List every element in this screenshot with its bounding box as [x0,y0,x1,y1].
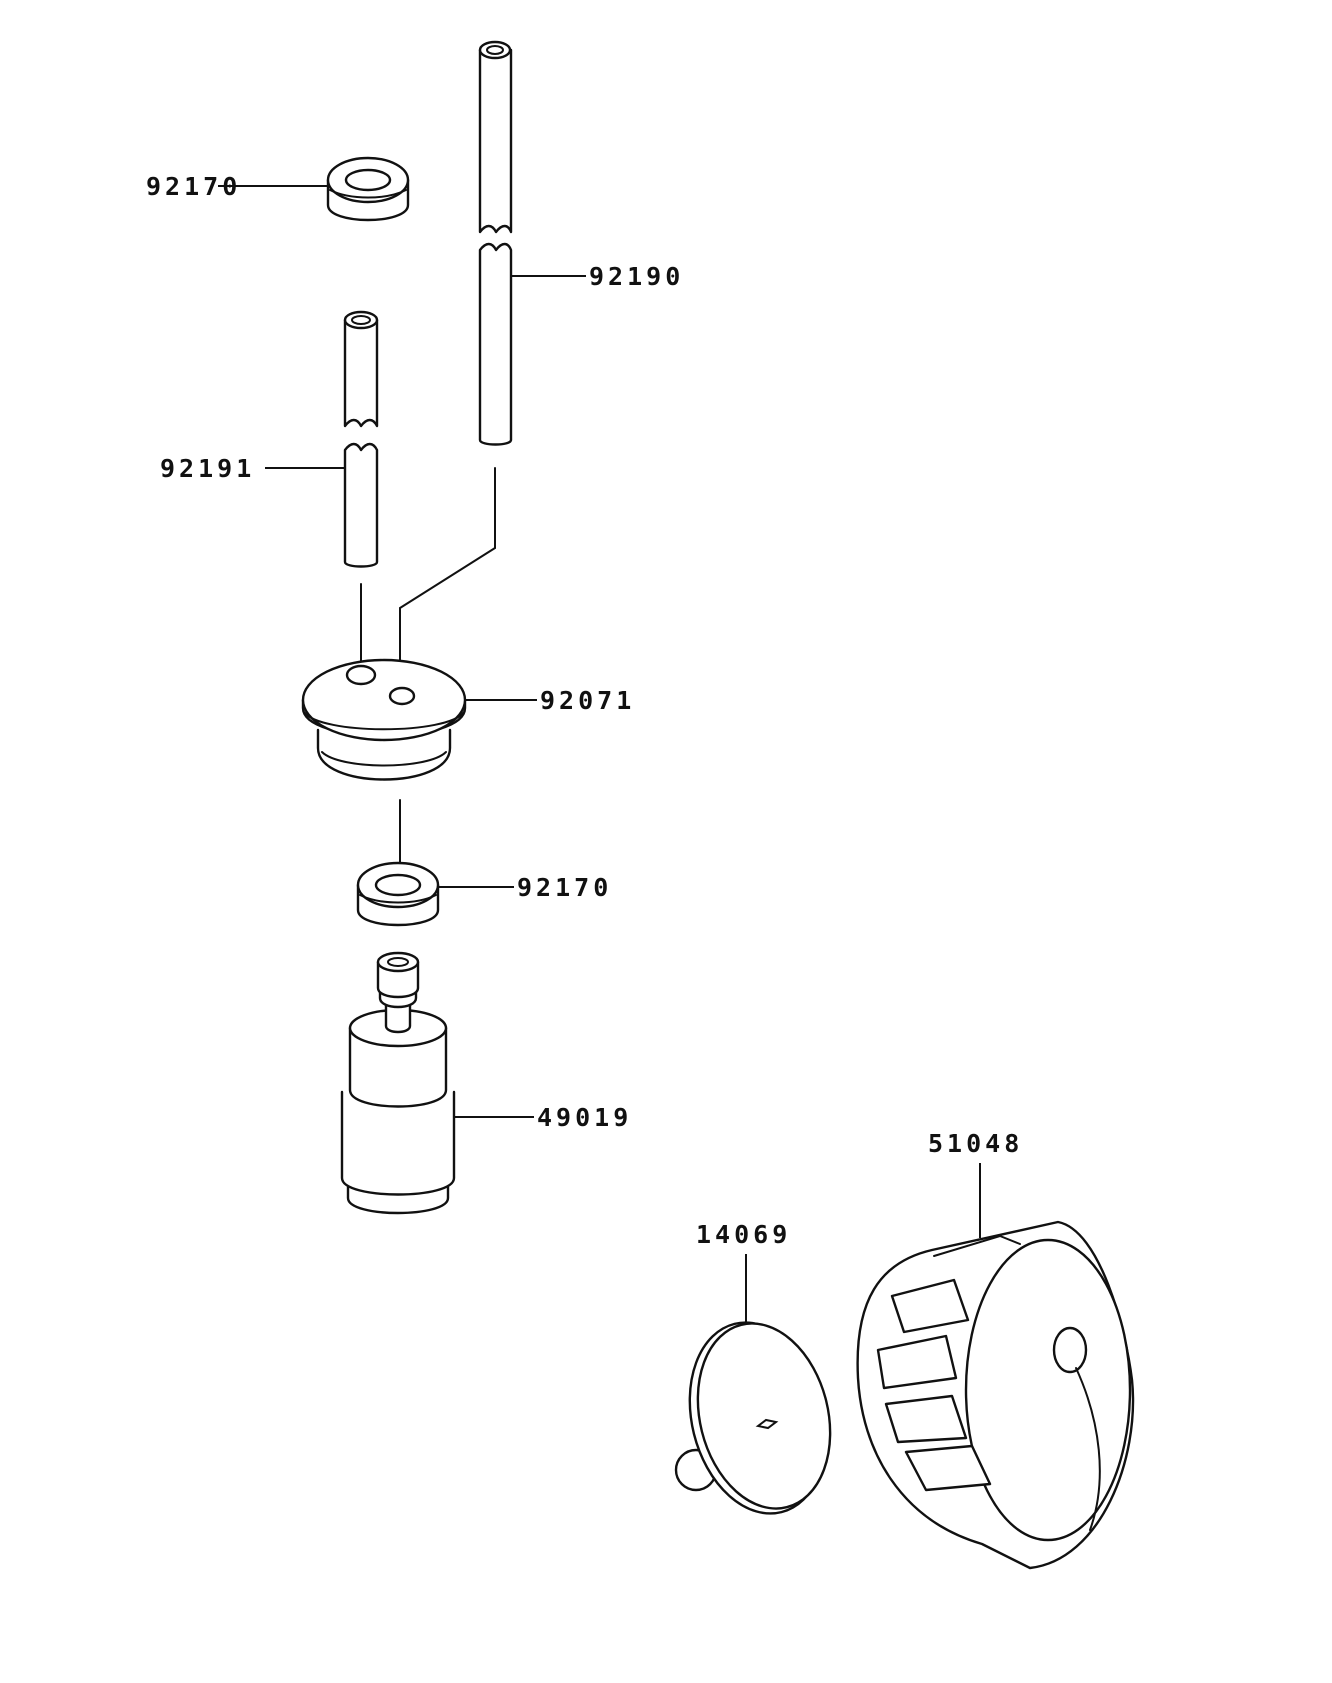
callout-92170-top: 92170 [146,172,241,201]
grommet-92071 [301,658,467,781]
callout-49019: 49019 [537,1103,632,1132]
callout-92191: 92191 [160,454,255,483]
fuel-filter-49019 [340,951,456,1215]
grommet-92170-bottom [356,861,440,927]
callout-92071: 92071 [540,686,635,715]
cap-gasket-14069 [674,1321,832,1515]
callout-14069: 14069 [696,1220,791,1249]
tube-92190 [399,40,513,669]
callout-92170-bottom: 92170 [517,873,612,902]
callout-92190: 92190 [589,262,684,291]
fuel-cap-51048 [856,1220,1135,1570]
callout-51048: 51048 [928,1129,1023,1158]
grommet-92170-top [326,156,410,222]
tube-92191 [343,310,379,669]
